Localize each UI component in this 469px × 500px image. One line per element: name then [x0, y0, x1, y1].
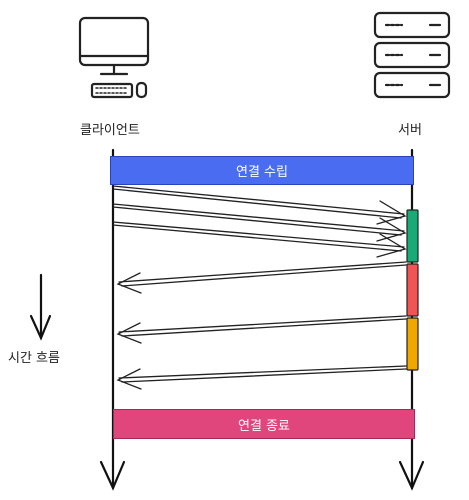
client-label: 클라이언트: [80, 123, 140, 138]
server-processing-block-3: [406, 317, 419, 371]
request-arrow: [112, 221, 407, 258]
response-arrow: [116, 261, 407, 294]
request-arrow: [112, 185, 407, 225]
response-arrow: [116, 315, 407, 344]
server-label: 서버: [398, 123, 422, 138]
time-axis-arrow: [29, 273, 52, 341]
response-arrow: [116, 365, 407, 390]
time-axis-label: 시간 흐름: [8, 351, 60, 366]
server-processing-block-1: [406, 209, 419, 263]
server-processing-block-2: [406, 263, 419, 317]
desktop-computer-icon: [78, 16, 150, 99]
connection-close-bar: 연결 종료: [113, 409, 415, 439]
connection-establish-bar: 연결 수립: [110, 156, 414, 185]
server-rack-icon: [373, 11, 451, 99]
